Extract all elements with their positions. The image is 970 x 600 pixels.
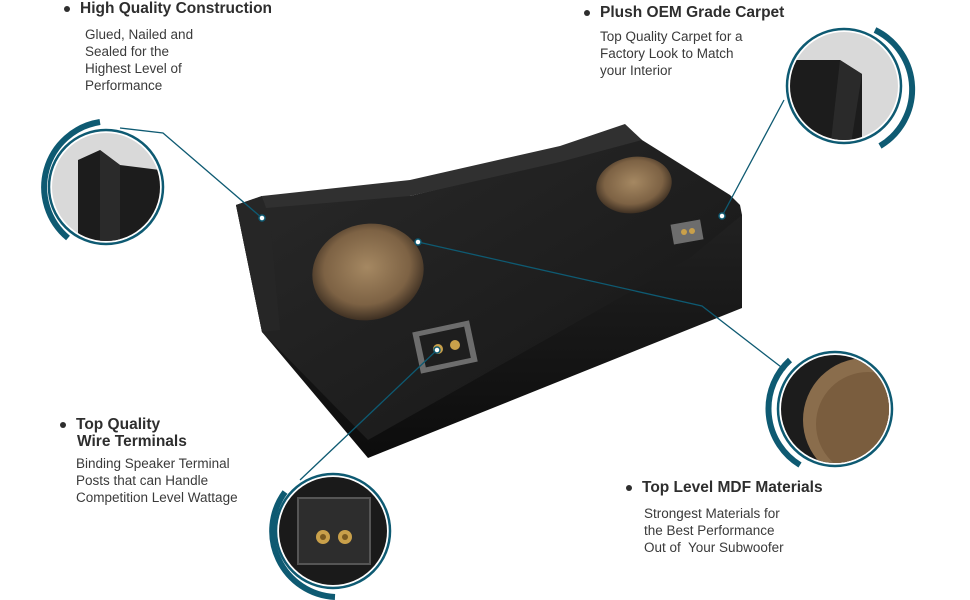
callout-terminals-title-line1: Top Quality xyxy=(76,416,161,433)
desc-line: Competition Level Wattage xyxy=(76,490,238,505)
leader-lines xyxy=(119,99,786,481)
callout-construction-title: High Quality Construction xyxy=(80,0,273,17)
callout-terminals: Top Quality Wire Terminals Binding Speak… xyxy=(60,416,280,506)
bullet-icon xyxy=(626,485,632,491)
callout-terminals-title-row: Top Quality xyxy=(60,416,280,433)
desc-line: Posts that can Handle xyxy=(76,473,209,488)
callout-carpet-desc: Top Quality Carpet for a Factory Look to… xyxy=(600,28,804,79)
callout-terminals-desc: Binding Speaker Terminal Posts that can … xyxy=(76,455,280,506)
bullet-icon xyxy=(584,10,590,16)
terminal-plate-small xyxy=(670,219,704,245)
desc-line: Performance xyxy=(85,78,163,93)
bullet-icon xyxy=(60,422,66,428)
desc-line: Glued, Nailed and xyxy=(85,27,194,42)
enclosure xyxy=(236,124,742,458)
callout-construction-title-row: High Quality Construction xyxy=(64,0,304,17)
desc-line: your Interior xyxy=(600,63,673,78)
detail-circle-terminals xyxy=(269,472,392,600)
desc-line: Highest Level of xyxy=(85,61,182,76)
detail-circle-construction xyxy=(41,119,165,246)
callout-mdf-desc: Strongest Materials for the Best Perform… xyxy=(644,505,866,556)
detail-circle-carpet xyxy=(785,27,916,149)
bullet-icon xyxy=(64,6,70,12)
desc-line: Strongest Materials for xyxy=(644,506,780,521)
callout-mdf: Top Level MDF Materials Strongest Materi… xyxy=(626,479,866,556)
detail-circle-mdf xyxy=(765,350,894,468)
callout-mdf-title: Top Level MDF Materials xyxy=(642,479,823,496)
desc-line: the Best Performance xyxy=(644,523,775,538)
callout-carpet-title: Plush OEM Grade Carpet xyxy=(600,4,785,21)
callout-terminals-title-line2: Wire Terminals xyxy=(77,433,187,450)
callout-carpet-title-row: Plush OEM Grade Carpet xyxy=(584,4,804,21)
desc-line: Out of Your Subwoofer xyxy=(644,540,784,555)
callout-mdf-title-row: Top Level MDF Materials xyxy=(626,479,866,496)
desc-line: Sealed for the xyxy=(85,44,170,59)
callout-carpet: Plush OEM Grade Carpet Top Quality Carpe… xyxy=(584,4,804,79)
desc-line: Top Quality Carpet for a xyxy=(600,29,743,44)
callout-construction-desc: Glued, Nailed and Sealed for the Highest… xyxy=(85,26,304,94)
desc-line: Factory Look to Match xyxy=(600,46,734,61)
desc-line: Binding Speaker Terminal xyxy=(76,456,230,471)
callout-terminals-title-row2: Wire Terminals xyxy=(77,433,280,450)
callout-construction: High Quality Construction Glued, Nailed … xyxy=(64,0,304,94)
